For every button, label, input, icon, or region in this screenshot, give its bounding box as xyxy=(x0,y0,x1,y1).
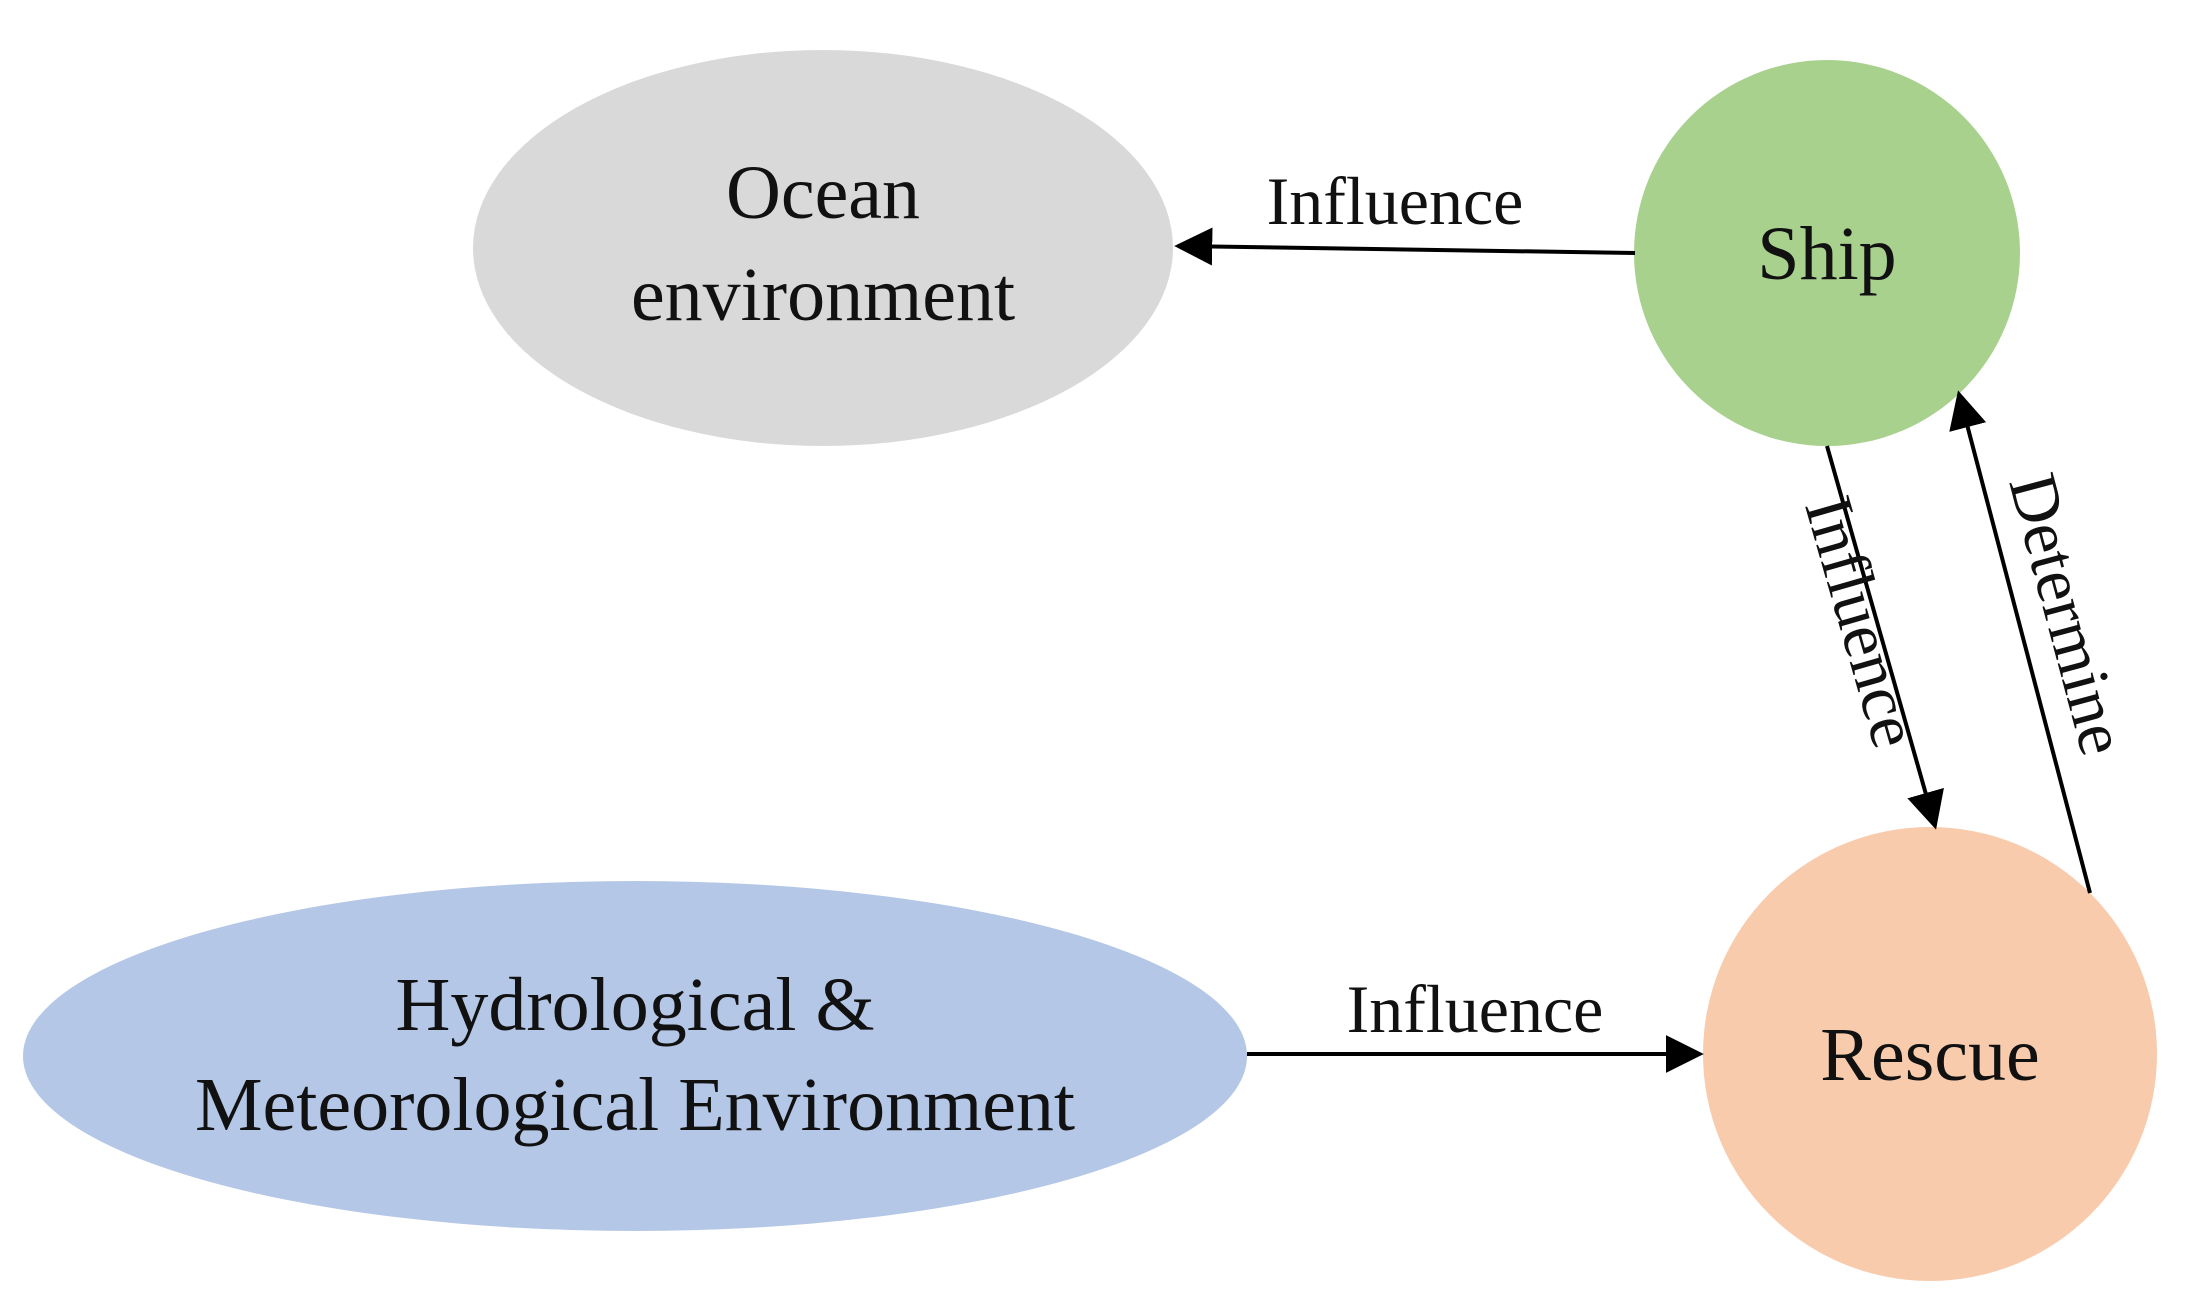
ship-to-ocean-arrow xyxy=(1174,227,1636,266)
rescue-to-ship-arrow xyxy=(1949,390,2092,894)
ship-to-rescue-arrow xyxy=(1825,445,1944,830)
hydro-to-rescue-label: Influence xyxy=(1347,971,1604,1047)
ocean-environment-label-line2: environment xyxy=(631,253,1015,337)
hydrological-label-line2: Meteorological Environment xyxy=(195,1063,1075,1147)
hydrological-meteorological-node xyxy=(23,881,1247,1231)
rescue-node xyxy=(1703,827,2157,1281)
ocean-environment-node xyxy=(473,50,1173,446)
ship-to-rescue-label: Influence xyxy=(1790,488,1934,756)
hydrological-label-line1: Hydrological & xyxy=(395,963,874,1047)
ocean-environment-label-line1: Ocean xyxy=(726,151,920,235)
rescue-label: Rescue xyxy=(1820,1013,2039,1097)
ship-to-ocean-label: Influence xyxy=(1267,163,1524,239)
ship-label: Ship xyxy=(1757,212,1896,296)
ship-node xyxy=(1634,60,2020,446)
